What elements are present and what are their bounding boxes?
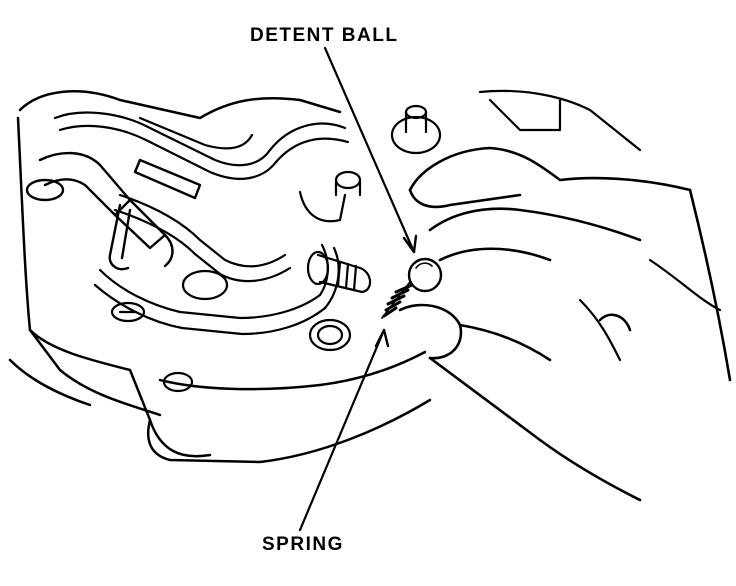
shift-linkage <box>25 151 202 271</box>
detent-ball-leader <box>323 46 416 254</box>
detent-ball-arrowhead <box>402 234 418 254</box>
detent-ball-label: DETENT BALL <box>250 25 399 46</box>
spring-leader <box>298 328 386 532</box>
bolt-bosses <box>110 104 442 393</box>
detent-ball-and-spring <box>381 257 443 319</box>
spring-arrowhead <box>374 328 390 348</box>
case-ribs <box>53 111 350 336</box>
spring-label: SPRING <box>262 534 344 555</box>
case-right-side <box>478 89 722 362</box>
leader-arrows <box>298 46 418 532</box>
stud-bolt <box>298 170 372 294</box>
hand <box>398 146 732 502</box>
case-housing <box>8 90 432 464</box>
